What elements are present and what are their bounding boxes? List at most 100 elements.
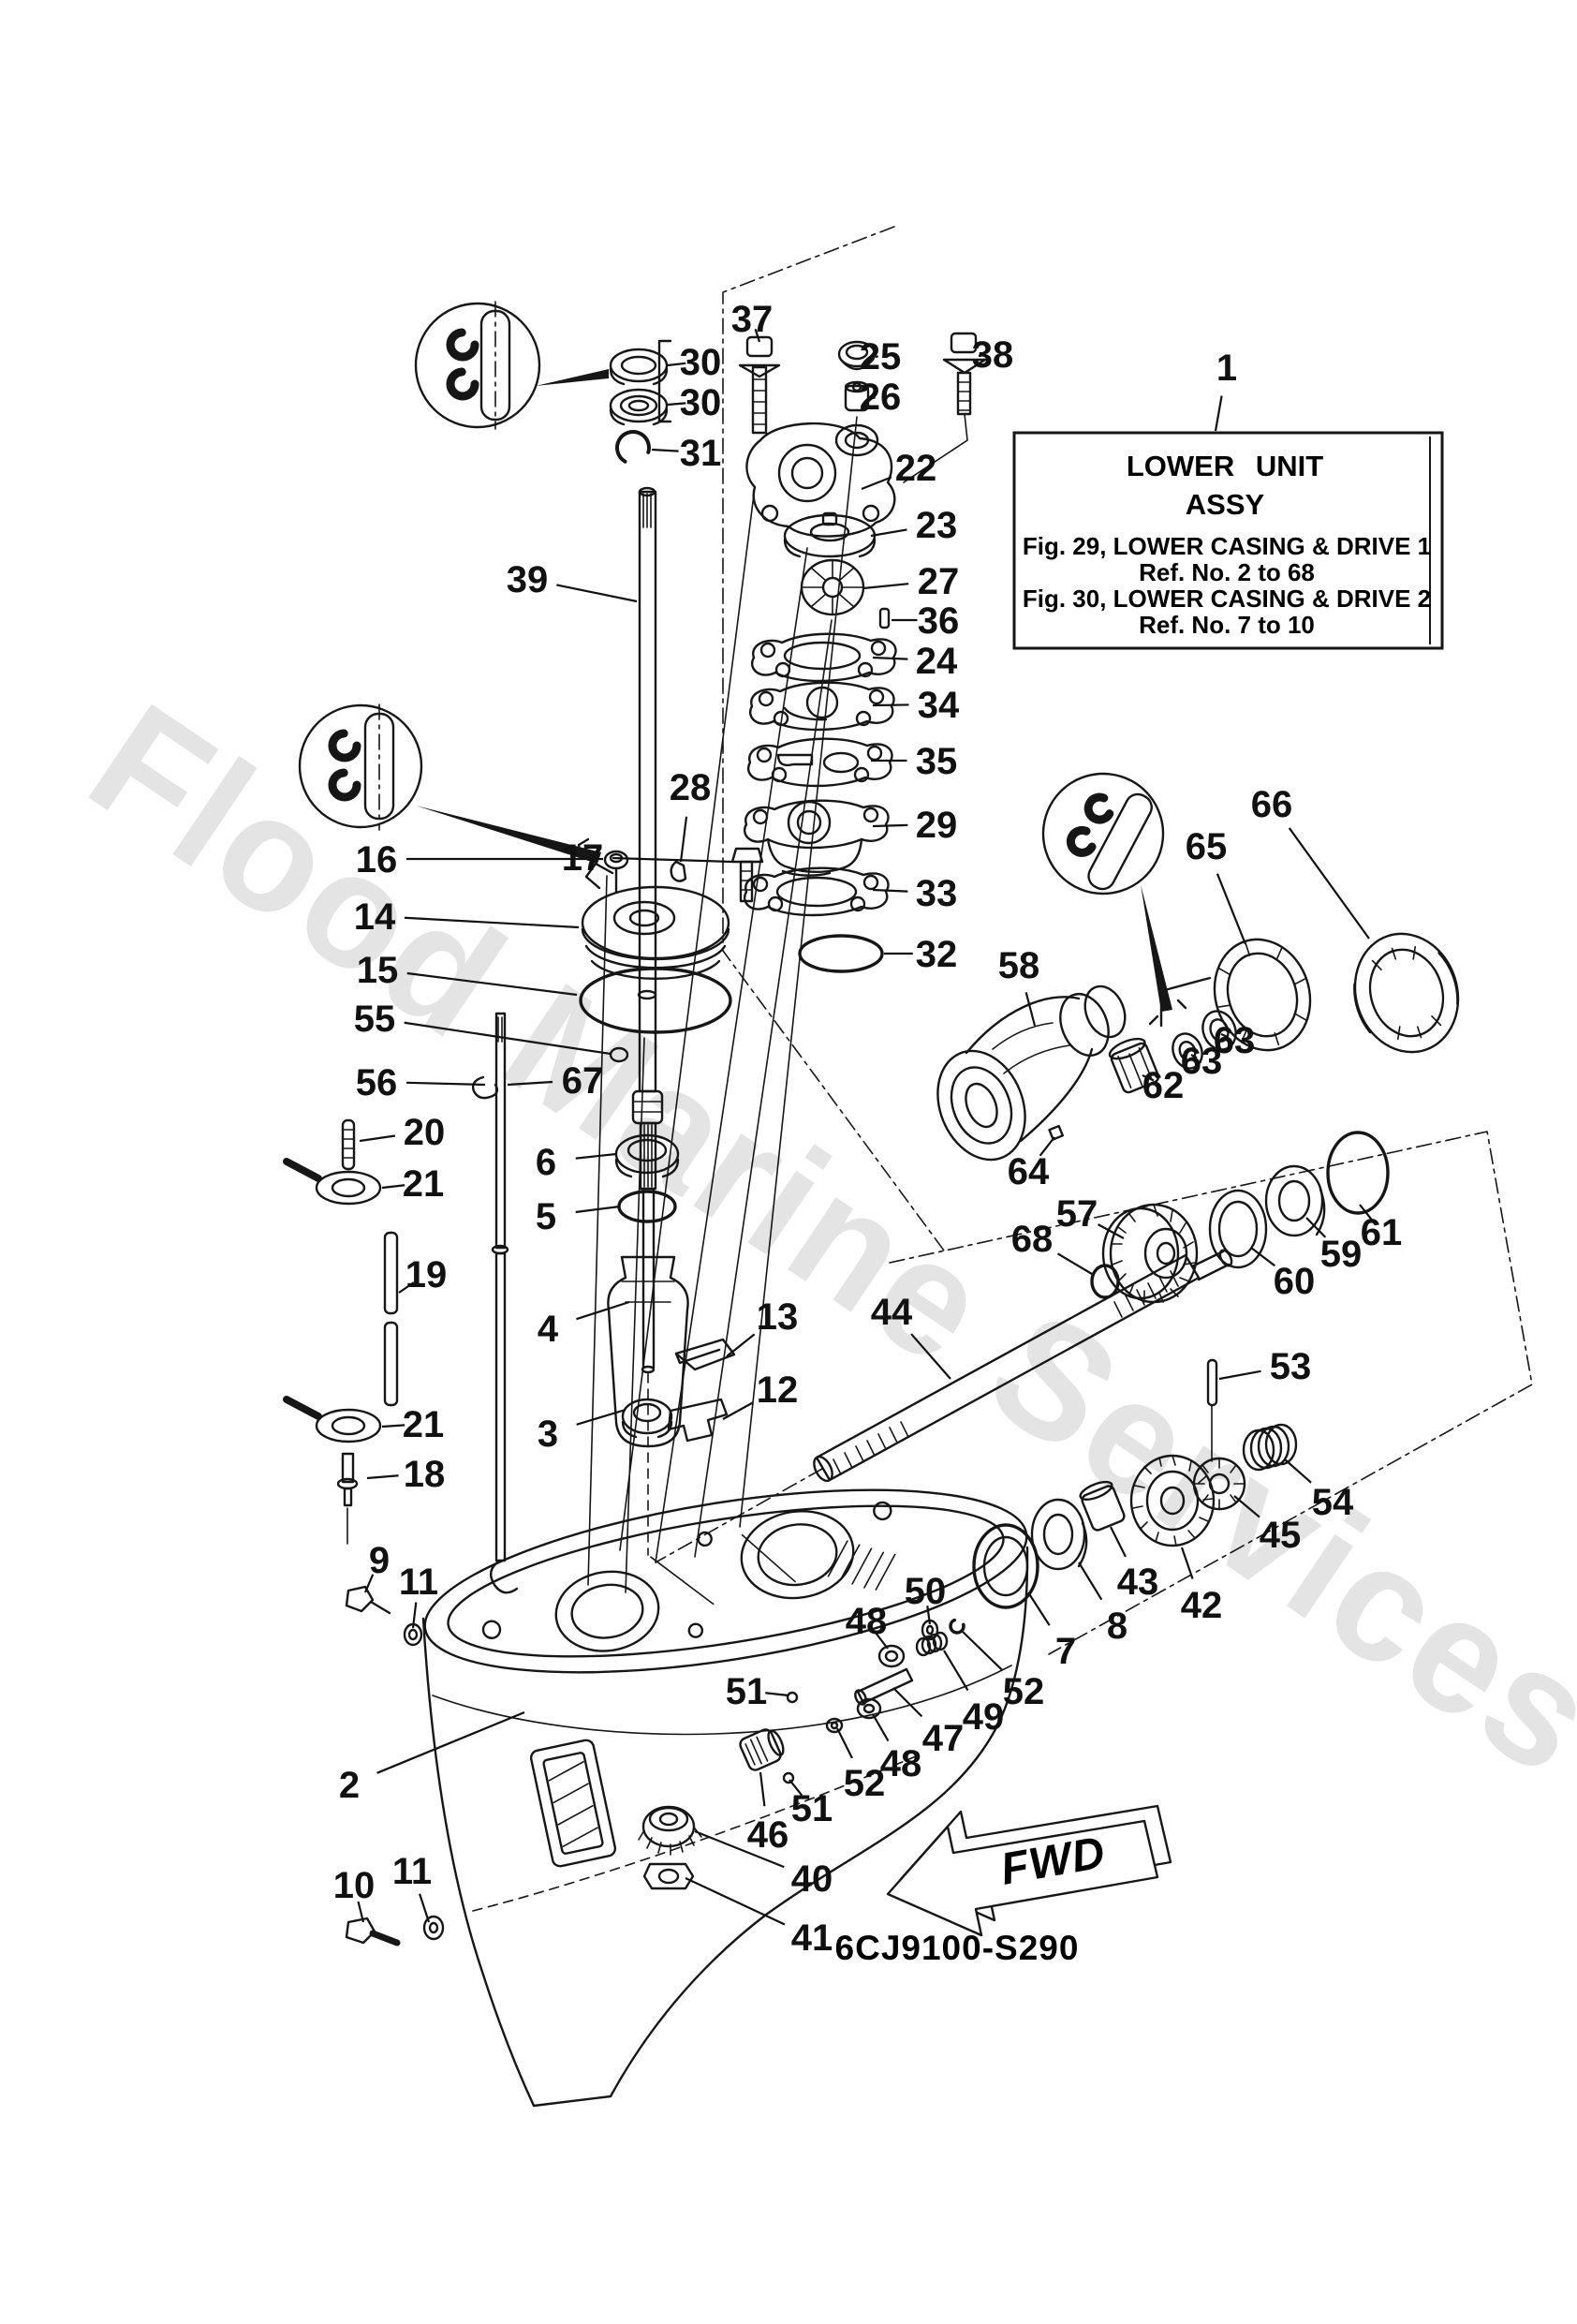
- leader-line: [612, 856, 733, 864]
- diagram-artwork: [283, 226, 1533, 2108]
- leader-line: [507, 1080, 553, 1087]
- leader-line: [726, 1333, 756, 1357]
- part-label: 44: [871, 1292, 913, 1333]
- part-label: 17: [562, 837, 604, 879]
- leader-line: [1142, 1073, 1155, 1082]
- leader-line: [398, 1281, 415, 1294]
- leader-line: [404, 1021, 612, 1056]
- drawing-code: 6CJ9100-S290: [835, 1929, 1080, 1967]
- leader-line: [868, 396, 876, 401]
- pump-fasteners: [738, 332, 987, 483]
- part-label: 28: [670, 767, 712, 808]
- part-label: 39: [507, 559, 549, 600]
- part-label: 23: [916, 505, 958, 546]
- part-label: 3: [538, 1414, 558, 1455]
- part-label: 12: [757, 1369, 799, 1411]
- part-label: 52: [844, 1763, 886, 1804]
- part-label: 65: [1186, 826, 1228, 867]
- leader-line: [943, 1650, 969, 1692]
- leader-line: [872, 656, 908, 660]
- part-label: 13: [757, 1296, 799, 1338]
- leader-line: [862, 583, 909, 590]
- leader-line: [381, 1184, 405, 1190]
- leader-line: [679, 816, 688, 863]
- leader-line: [765, 1692, 789, 1697]
- part-label: 58: [998, 945, 1040, 986]
- part-label: 34: [918, 685, 960, 726]
- part-label: 9: [369, 1540, 390, 1581]
- leader-line: [861, 476, 892, 491]
- part-label: 52: [1003, 1671, 1045, 1712]
- leader-line: [1220, 1032, 1230, 1039]
- leader-line: [359, 1134, 396, 1143]
- leader-line: [651, 448, 679, 452]
- leader-line: [556, 584, 638, 603]
- part-label: 11: [392, 1851, 432, 1892]
- part-label: 55: [354, 999, 396, 1040]
- detent-parts: [739, 1619, 949, 1784]
- part-label: 37: [731, 299, 774, 340]
- leader-line: [406, 971, 578, 997]
- part-label: 11: [399, 1562, 438, 1603]
- part-label: 31: [680, 433, 722, 474]
- boundary-gear-assembly: [889, 1131, 1533, 1655]
- part-label: 35: [916, 741, 958, 782]
- part-label: 46: [747, 1814, 789, 1856]
- part-label: 48: [880, 1743, 922, 1784]
- shim-clip-group: [667, 1338, 736, 1443]
- leader-line: [411, 1602, 418, 1629]
- leader-line: [575, 1205, 621, 1214]
- leader-line: [754, 328, 761, 343]
- leader-line: [404, 916, 580, 929]
- part-label: 21: [403, 1163, 445, 1205]
- anode-rod-group: [283, 1118, 399, 1545]
- mounting-leader-lines: [587, 416, 858, 1593]
- info-box-ref30: Ref. No. 7 to 10: [1139, 611, 1315, 639]
- part-label: 51: [726, 1671, 768, 1712]
- part-label: 59: [1320, 1234, 1363, 1275]
- bearing-inset-right: [1041, 772, 1187, 1026]
- part-label: 63: [1214, 1020, 1256, 1061]
- part-label: 26: [860, 377, 902, 418]
- leader-line: [376, 1710, 525, 1774]
- ring-nut-group: [1213, 932, 1460, 1054]
- part-label: 16: [356, 839, 398, 881]
- part-label: 10: [333, 1865, 376, 1906]
- leader-line: [381, 1424, 405, 1428]
- water-pump-housing: [745, 422, 896, 538]
- bearing-inset-top: [414, 301, 609, 430]
- lower-casing: [421, 1488, 1029, 2108]
- leader-line: [1078, 1562, 1103, 1601]
- leader-line: [1039, 1136, 1055, 1157]
- part-label: 48: [846, 1601, 888, 1642]
- part-label: 7: [1055, 1631, 1076, 1672]
- part-label: 56: [356, 1062, 398, 1103]
- part-label: 4: [538, 1309, 559, 1350]
- part-label: 36: [918, 600, 960, 642]
- part-label: 64: [1008, 1151, 1050, 1192]
- info-box-subtitle: ASSY: [1186, 488, 1265, 521]
- leader-line: [405, 1081, 486, 1087]
- part-label: 67: [562, 1060, 604, 1102]
- leader-line: [872, 888, 908, 893]
- part-label: 41: [791, 1917, 833, 1959]
- leader-line: [1027, 1591, 1051, 1626]
- part-label: 40: [791, 1858, 833, 1900]
- leader-line: [1284, 1458, 1312, 1484]
- leader-line: [759, 1771, 766, 1807]
- part-label: 57: [1056, 1193, 1098, 1235]
- info-box-fig29: Fig. 29, LOWER CASING & DRIVE 1: [1023, 532, 1431, 560]
- leader-line: [788, 1779, 803, 1797]
- leader-line: [667, 362, 686, 367]
- leader-line: [694, 1829, 785, 1869]
- part-label: 21: [403, 1404, 445, 1445]
- pinion-drive-cluster: [949, 1358, 1298, 1635]
- part-label: 53: [1270, 1346, 1312, 1387]
- leader-line: [1250, 1247, 1275, 1267]
- part-label: 38: [972, 334, 1014, 376]
- leader-line: [419, 1893, 431, 1923]
- part-label: 30: [680, 382, 722, 423]
- leader-line: [926, 1606, 932, 1625]
- part-label: 19: [405, 1254, 448, 1295]
- leader-line: [875, 355, 878, 359]
